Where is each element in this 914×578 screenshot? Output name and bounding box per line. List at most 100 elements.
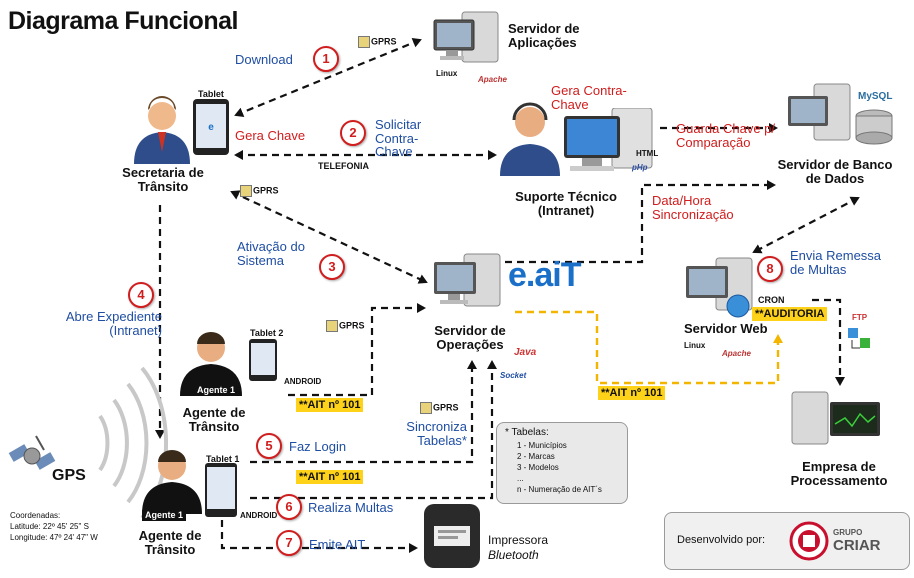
agent-badge: Agente 1 xyxy=(142,510,187,522)
tabelas-item: ... xyxy=(517,474,524,483)
step2-label: Solicitar Contra-Chave xyxy=(375,117,422,160)
monitor-icon xyxy=(562,108,662,178)
arrow-banco-web xyxy=(752,196,860,254)
auditoria-tag: **AUDITORIA xyxy=(752,307,828,321)
step6-label: Realiza Multas xyxy=(308,500,394,515)
gps-label: GPS xyxy=(52,467,86,484)
node-secretaria: Secretaria de Trânsito xyxy=(122,165,204,194)
credit-text: Desenvolvido por: xyxy=(677,534,766,546)
node-agente-top: Agente de Trânsito xyxy=(182,405,246,434)
gprs-label: GPRS xyxy=(253,185,279,196)
ftp-icon xyxy=(846,324,872,352)
agent-icon xyxy=(138,448,206,514)
officer-icon xyxy=(128,96,196,164)
step7-number: 7 xyxy=(276,530,302,556)
computer-icon xyxy=(790,388,886,452)
step5-label: Faz Login xyxy=(289,439,347,454)
coords-label: Coordenadas: xyxy=(10,511,61,520)
arrow-download xyxy=(234,38,422,117)
step8-label: Envia Remessa de Multas xyxy=(790,248,882,277)
step1-label: Download xyxy=(235,52,293,67)
tablet1-badge: Tablet 1 xyxy=(206,454,240,464)
step7-label: Emite AIT xyxy=(309,537,366,552)
guarda-label: Guarda Chave p/ Comparação xyxy=(676,121,776,150)
node-suporte: Suporte Técnico (Intranet) xyxy=(515,189,617,218)
printer-icon xyxy=(420,500,484,572)
agent-badge: Agente 1 xyxy=(194,385,239,397)
tablet-badge: Tablet xyxy=(198,89,224,99)
arrow-agente-top xyxy=(288,303,426,397)
step3-label: Ativação do Sistema xyxy=(237,239,305,268)
gprs-label: GPRS xyxy=(371,36,397,47)
android-logo: ANDROID xyxy=(240,511,278,520)
database-server-icon xyxy=(786,82,896,150)
gprs-icon: GPRS xyxy=(420,402,459,414)
step5-number: 5 xyxy=(256,433,282,459)
tablet-icon xyxy=(248,338,278,382)
credit-box: Desenvolvido por: GRUPO CRIAR xyxy=(664,512,910,570)
arrow-multas xyxy=(250,360,497,500)
php-logo: pHp xyxy=(632,163,648,172)
tabelas-note: * Tabelas: 1 - Municípios 2 - Marcas 3 -… xyxy=(496,422,628,504)
eait-logo: e.aiT xyxy=(508,256,581,294)
web-server-icon xyxy=(684,256,756,320)
tabelas-item: n - Numeração de AIT´s xyxy=(517,485,602,494)
tablet-icon: e xyxy=(192,98,232,156)
node-empresa: Empresa de Processamento xyxy=(790,459,888,488)
tabelas-item: 2 - Marcas xyxy=(517,452,555,461)
gera-chave-label: Gera Chave xyxy=(235,128,306,143)
arrow-emite xyxy=(220,520,418,553)
support-agent-icon xyxy=(496,98,566,176)
criar-logo-icon xyxy=(789,521,829,561)
tablet2-badge: Tablet 2 xyxy=(250,328,284,338)
gps-wave xyxy=(126,382,149,504)
step1-number: 1 xyxy=(313,46,339,72)
apache-logo: Apache xyxy=(722,349,751,358)
node-servidor-aplicacoes: Servidor de Aplicações xyxy=(508,21,580,50)
gprs-label: GPRS xyxy=(339,320,365,331)
android-logo: ANDROID xyxy=(284,377,322,386)
svg-text:e: e xyxy=(208,122,214,133)
printer-label: Impressora xyxy=(488,533,549,547)
computer-icon xyxy=(432,252,504,312)
ftp-label: FTP xyxy=(852,313,868,322)
ait-tag-top: **AIT nº 101 xyxy=(296,398,364,412)
satellite-icon xyxy=(6,426,70,486)
data-hora-label: Data/Hora Sincronização xyxy=(652,193,734,222)
step3-number: 3 xyxy=(319,254,345,280)
step4-number: 4 xyxy=(128,282,154,308)
gera-contra-label: Gera Contra-Chave xyxy=(551,83,627,112)
arrow-auditoria xyxy=(515,310,783,385)
telefonia-label: TELEFONIA xyxy=(318,161,369,171)
gprs-icon: GPRS xyxy=(240,185,279,197)
computer-icon xyxy=(432,10,502,68)
arrow-login xyxy=(250,360,477,464)
printer-sub: Bluetooth xyxy=(488,548,539,562)
gprs-icon: GPRS xyxy=(326,320,365,332)
gprs-label: GPRS xyxy=(433,402,459,413)
step4-label: Abre Expediente (Intranet) xyxy=(65,309,162,338)
linux-logo: Linux xyxy=(436,69,458,78)
socket-logo: Socket xyxy=(500,371,527,380)
gps-wave xyxy=(98,414,110,472)
linux-logo: Linux xyxy=(684,341,706,350)
gprs-icon: GPRS xyxy=(358,36,397,48)
apache-logo: Apache xyxy=(478,75,507,84)
coords-lat: Latitude: 22º 45' 25" S xyxy=(10,522,89,531)
brand-name: CRIAR xyxy=(833,537,881,554)
tabelas-header: * Tabelas: xyxy=(505,427,549,438)
java-logo: Java xyxy=(514,347,537,358)
tablet-icon xyxy=(204,462,238,518)
mysql-logo: MySQL xyxy=(858,91,893,102)
step6-number: 6 xyxy=(276,494,302,520)
step2-number: 2 xyxy=(340,120,366,146)
page-title: Diagrama Funcional xyxy=(8,7,238,35)
tabelas-item: 3 - Modelos xyxy=(517,463,559,472)
cron-label: CRON xyxy=(758,295,785,305)
tabelas-item: 1 - Municípios xyxy=(517,441,567,450)
ait-tag-mid: **AIT nº 101 xyxy=(598,386,666,400)
node-banco: Servidor de Banco de Dados xyxy=(777,157,893,186)
node-operacoes: Servidor de Operações xyxy=(434,323,506,352)
